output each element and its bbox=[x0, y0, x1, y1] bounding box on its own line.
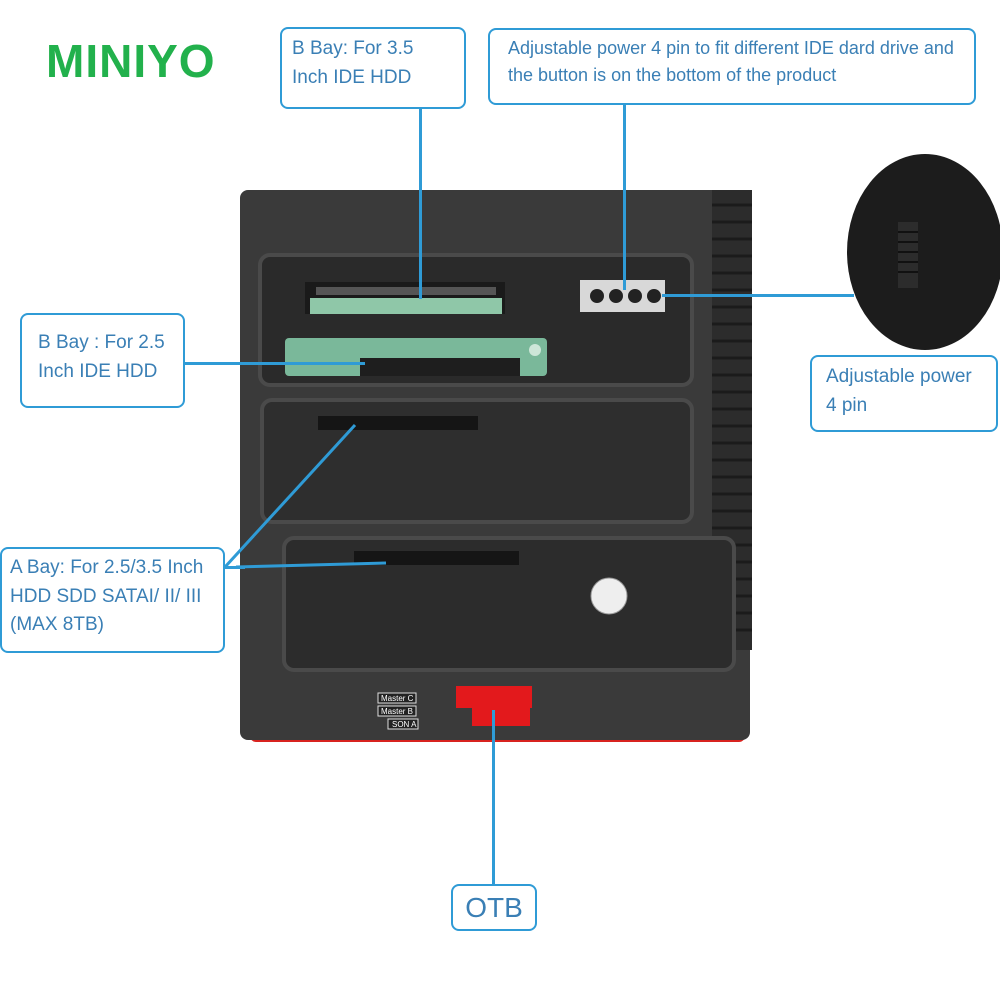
label-master-c: Master C bbox=[381, 694, 414, 703]
leader-power-desc bbox=[623, 105, 626, 290]
leader-power-h bbox=[662, 294, 854, 297]
bottom-bay bbox=[282, 536, 736, 672]
brand-logo: MINIYO bbox=[46, 35, 216, 87]
callout-a-bay: A Bay: For 2.5/3.5 Inch HDD SDD SATAI/ I… bbox=[0, 547, 225, 653]
label-master-b: Master B bbox=[381, 707, 413, 716]
leader-b-bay-35 bbox=[419, 109, 422, 299]
sata-connector-bottom bbox=[354, 551, 519, 565]
leader-b-bay-25 bbox=[185, 362, 365, 365]
callout-otb: OTB bbox=[451, 884, 537, 931]
ide-35-connector bbox=[305, 282, 505, 314]
middle-bay bbox=[260, 398, 694, 524]
leader-a-bay-diag bbox=[223, 423, 357, 569]
callout-adjustable-power: Adjustable power 4 pin bbox=[810, 355, 998, 432]
callout-adjustable-power-desc: Adjustable power 4 pin to fit different … bbox=[488, 28, 976, 105]
callout-b-bay-35: B Bay: For 3.5 Inch IDE HDD bbox=[280, 27, 466, 109]
mode-labels: Master C Master B SON A bbox=[377, 692, 419, 730]
leader-a-bay-1 bbox=[225, 566, 245, 569]
power-4pin-connector bbox=[580, 280, 665, 312]
sata-connector-middle bbox=[318, 416, 478, 430]
leader-otb bbox=[492, 710, 495, 884]
leader-a-bay-2 bbox=[235, 561, 387, 569]
ide-25-connector bbox=[285, 338, 547, 376]
callout-b-bay-25: B Bay : For 2.5 Inch IDE HDD bbox=[20, 313, 185, 408]
label-son-a: SON A bbox=[392, 720, 417, 729]
rotary-dial bbox=[590, 577, 628, 615]
switch-zoom-detail bbox=[847, 154, 1000, 350]
otb-switch bbox=[456, 686, 532, 726]
